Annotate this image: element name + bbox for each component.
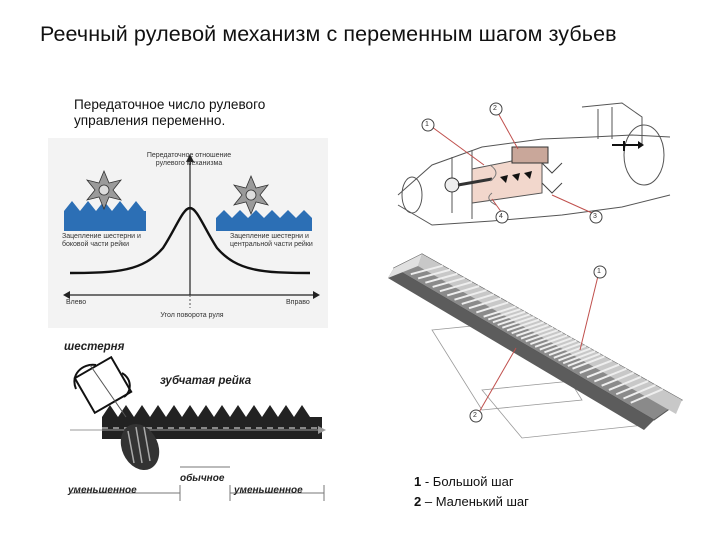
rack-tooth bbox=[432, 276, 465, 288]
graph-background bbox=[48, 138, 328, 328]
graph-title: Передаточное отношение рулевого механизм… bbox=[146, 152, 232, 167]
rack-tooth bbox=[558, 347, 591, 362]
x-axis-title: Угол поворота руля bbox=[160, 312, 224, 319]
left-gear-illustration bbox=[64, 169, 146, 231]
mechanism-internals bbox=[444, 141, 644, 206]
rack-tooth bbox=[487, 308, 521, 321]
rack-tooth bbox=[511, 321, 544, 335]
mechanism-callout-lines bbox=[431, 112, 593, 214]
rack-tooth bbox=[530, 331, 563, 346]
axis-right-label: Вправо bbox=[286, 299, 310, 306]
y-axis-arrow bbox=[186, 154, 194, 162]
rack-bar-callout-1: 1 bbox=[597, 268, 601, 275]
rack-callout-lines bbox=[477, 275, 599, 415]
reduced-pitch-left-label: уменьшенное bbox=[68, 485, 137, 496]
x-axis-arrow-left bbox=[63, 291, 70, 299]
rack-callout-circles bbox=[469, 265, 607, 423]
normal-pitch-label: обычное bbox=[180, 473, 225, 484]
mechanism-callout-4: 4 bbox=[499, 213, 503, 220]
rack-bar bbox=[388, 253, 683, 430]
dimension-lines bbox=[70, 466, 325, 501]
steering-mechanism-figure: 1 2 3 4 bbox=[392, 95, 671, 245]
rack-tooth bbox=[492, 310, 526, 324]
rack-tooth bbox=[539, 337, 573, 351]
rack-bar-callout-2: 2 bbox=[473, 412, 477, 419]
mechanism-callout-3: 3 bbox=[593, 213, 597, 220]
rack-tooth bbox=[520, 326, 554, 340]
rack-tooth bbox=[483, 305, 516, 318]
pinion-shape bbox=[73, 355, 160, 471]
rack-tooth bbox=[548, 342, 582, 356]
ratio-graph-svg bbox=[63, 154, 320, 308]
right-mesh-caption: Зацепление шестерни и центральной части … bbox=[230, 233, 313, 248]
rack-tooth bbox=[417, 268, 451, 280]
rack-tooth bbox=[476, 301, 509, 314]
rack-tooth bbox=[562, 350, 596, 365]
rack-tooth bbox=[630, 388, 664, 404]
mechanism-callout-1: 1 bbox=[425, 121, 429, 128]
rack-tooth bbox=[534, 334, 568, 348]
legend-item-2: 2 – Маленький шаг bbox=[414, 494, 529, 510]
rack-tooth bbox=[506, 318, 540, 332]
rack-tooth bbox=[615, 380, 649, 396]
rack-tooth bbox=[579, 359, 613, 374]
slide-subtitle: Передаточное число рулевого управления п… bbox=[74, 97, 266, 128]
legend-item-1: 1 - Большой шаг bbox=[414, 474, 514, 490]
ratio-curve bbox=[69, 206, 311, 275]
callout-circles bbox=[421, 102, 603, 224]
rack-tooth bbox=[567, 352, 601, 367]
x-axis-arrow-right bbox=[313, 291, 320, 299]
rack-tooth bbox=[586, 363, 620, 379]
rack-tooth bbox=[502, 316, 535, 329]
rack-tooth bbox=[516, 324, 549, 337]
rack-tooth bbox=[454, 289, 487, 301]
rack-tooth bbox=[608, 376, 642, 391]
right-gear-illustration bbox=[216, 174, 312, 231]
rack-tooth bbox=[468, 297, 502, 310]
rack-tooth bbox=[461, 293, 495, 305]
rack-tooth bbox=[572, 355, 605, 370]
rack-tooth bbox=[601, 371, 635, 387]
mechanism-housing bbox=[397, 102, 671, 226]
rack-tooth bbox=[593, 367, 627, 383]
rack-tooth bbox=[410, 264, 444, 276]
legend-item-2-text: – Маленький шаг bbox=[421, 494, 529, 509]
legend-item-1-number: 1 bbox=[414, 474, 422, 489]
ratio-graph-figure: Передаточное отношение рулевого механизм… bbox=[48, 138, 328, 328]
rack-tooth bbox=[623, 384, 656, 400]
mechanism-callout-2: 2 bbox=[493, 105, 497, 112]
left-mesh-caption: Зацепление шестерни и боковой части рейк… bbox=[62, 233, 141, 248]
rack-tooth bbox=[544, 339, 577, 354]
reduced-pitch-right-label: уменьшенное bbox=[234, 485, 303, 496]
legend-item-2-number: 2 bbox=[414, 494, 422, 509]
rack-tooth bbox=[439, 281, 473, 293]
rack-tooth bbox=[497, 313, 530, 326]
variable-pitch-rack-figure: 1 2 bbox=[382, 250, 683, 468]
legend-item-1-text: - Большой шаг bbox=[421, 474, 514, 489]
pinion-label: шестерня bbox=[64, 341, 125, 353]
rack-tooth bbox=[525, 329, 559, 343]
rack-pinion-svg bbox=[70, 355, 326, 501]
mechanism-svg bbox=[397, 102, 671, 226]
axis-left-label: Влево bbox=[66, 299, 87, 306]
rack-label: зубчатая рейка bbox=[160, 375, 252, 387]
rack-bar-svg bbox=[388, 253, 683, 439]
rack-tooth bbox=[425, 272, 458, 284]
slide-title: Реечный рулевой механизм с переменным ша… bbox=[40, 22, 617, 46]
rack-pinion-figure: шестерня зубчатая рейка обычное уменьшен… bbox=[62, 335, 330, 505]
rack-body bbox=[70, 405, 326, 439]
rack-tooth bbox=[446, 285, 480, 297]
